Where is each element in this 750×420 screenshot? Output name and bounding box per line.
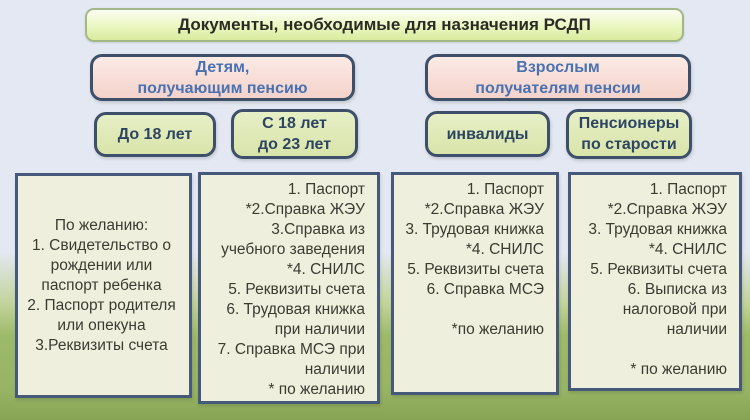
doc-line: 1. Паспорт [466, 181, 544, 198]
doc-list-disabled: 1. Паспорт *2.Справка ЖЭУ 3. Трудовая книж… [391, 172, 559, 395]
doc-line: *2.Справка ЖЭУ [607, 201, 727, 218]
doc-line: 5. Реквизиты счета [590, 261, 727, 278]
page-title: Документы, необходимые для назначения РС… [85, 8, 684, 42]
doc-line: 1. Свидетельство о рождении или паспорт … [31, 236, 172, 294]
category-old-age-pensioners: Пенсионеры по старости [566, 109, 692, 159]
doc-line: 7. Справка МСЭ при наличии [217, 341, 365, 378]
doc-line: 5. Реквизиты счета [407, 261, 544, 278]
doc-line: 6. Выписка из налоговой при наличии [622, 281, 727, 338]
doc-line: *2.Справка ЖЭУ [245, 201, 365, 218]
doc-list-under-18: По желанию: 1. Свидетельство о рождении и… [15, 173, 192, 398]
group-header-adults: Взрослым получателям пенсии [425, 54, 691, 101]
doc-line: *2.Справка ЖЭУ [424, 201, 544, 218]
doc-line: *по желанию [451, 321, 544, 338]
doc-line: 3. Трудовая книжка [588, 221, 727, 238]
doc-line: 5. Реквизиты счета [228, 281, 365, 298]
doc-list-18-to-23: 1. Паспорт *2.Справка ЖЭУ 3.Справка из уче… [198, 172, 380, 404]
doc-line: 2. Паспорт родителя или опекуна [27, 296, 176, 334]
doc-line: 6. Трудовая книжка при наличии [226, 301, 365, 338]
doc-line: 1. Паспорт [649, 181, 727, 198]
category-disabled: инвалиды [425, 111, 550, 157]
doc-line [579, 340, 727, 360]
doc-line [402, 300, 544, 320]
doc-line: 3.Реквизиты счета [35, 336, 168, 354]
doc-line: 3.Справка из учебного заведения [221, 221, 365, 258]
doc-line: *4. СНИЛС [648, 241, 727, 258]
doc-line: * по желанию [630, 361, 727, 378]
category-under-18: До 18 лет [94, 112, 216, 157]
doc-line: По желанию: [54, 216, 149, 234]
doc-line: *4. СНИЛС [286, 261, 365, 278]
doc-list-old-age: 1. Паспорт *2.Справка ЖЭУ 3. Трудовая книж… [568, 172, 742, 391]
doc-line: 1. Паспорт [287, 181, 365, 198]
doc-line: *4. СНИЛС [465, 241, 544, 258]
doc-line: * по желанию [268, 381, 365, 398]
group-header-children: Детям, получающим пенсию [90, 54, 355, 101]
doc-line: 6. Справка МСЭ [426, 281, 544, 298]
category-18-to-23: С 18 лет до 23 лет [231, 109, 358, 159]
doc-line: 3. Трудовая книжка [405, 221, 544, 238]
